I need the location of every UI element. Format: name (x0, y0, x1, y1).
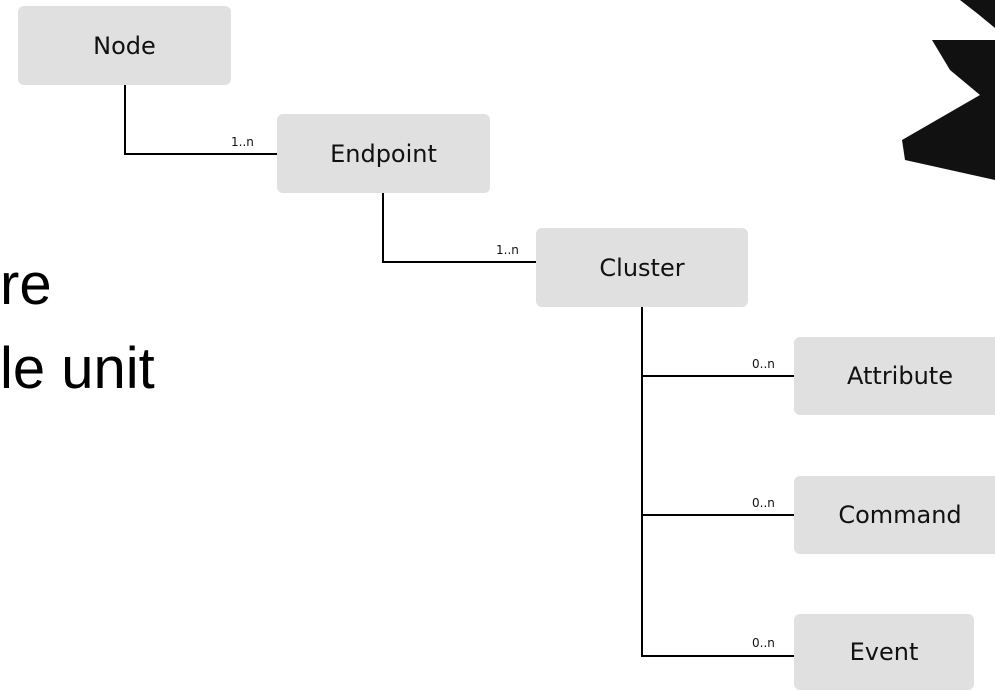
cardinality-endpoint-cluster: 1..n (496, 243, 519, 257)
attribute-box: Attribute (794, 337, 995, 415)
connector-node-endpoint-horizontal (124, 153, 278, 155)
connector-node-endpoint-vertical (124, 84, 126, 155)
cardinality-cluster-command: 0..n (752, 496, 775, 510)
node-box: Node (18, 6, 231, 85)
connector-endpoint-cluster-horizontal (382, 261, 537, 263)
cardinality-cluster-event: 0..n (752, 636, 775, 650)
connector-endpoint-cluster-vertical (382, 192, 384, 263)
connector-cluster-attribute (641, 375, 794, 377)
cluster-box: Cluster (536, 228, 748, 307)
cardinality-cluster-attribute: 0..n (752, 357, 775, 371)
slide-text-line-2: le unit (0, 336, 155, 401)
event-box: Event (794, 614, 974, 690)
connector-cluster-command (641, 514, 794, 516)
endpoint-box: Endpoint (277, 114, 490, 193)
connector-cluster-event (641, 655, 794, 657)
slide-text-line-1: re (0, 252, 52, 317)
cardinality-node-endpoint: 1..n (231, 135, 254, 149)
connector-cluster-trunk (641, 307, 643, 657)
command-box: Command (794, 476, 995, 554)
